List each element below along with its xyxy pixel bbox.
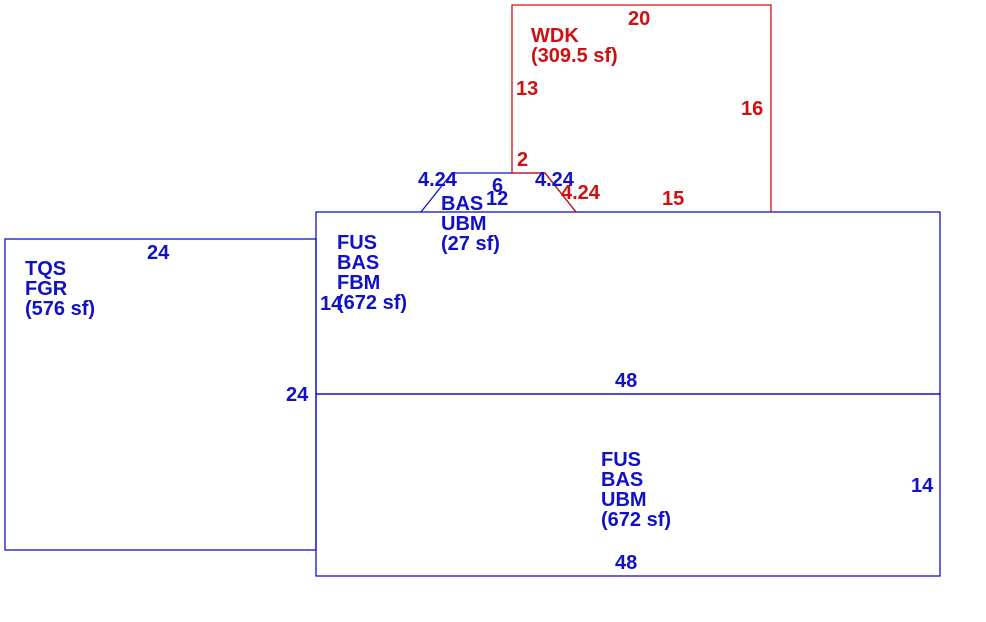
lower-floor-outline (315, 393, 941, 577)
upper-label-sub: FBM (337, 272, 380, 294)
dim-wdk-left-lower: 2 (517, 149, 528, 171)
upper-label-area: (672 sf) (337, 292, 407, 314)
dim-bay-inner: 12 (486, 188, 508, 210)
wdk-label-code: WDK (531, 25, 579, 47)
wdk-label-area: (309.5 sf) (531, 45, 618, 67)
garage-label-code: TQS (25, 258, 66, 280)
dim-wdk-right: 16 (741, 98, 763, 120)
dim-garage-top: 24 (147, 242, 170, 264)
dim-bay-top: 6 (492, 175, 503, 197)
lower-label-code: FUS (601, 449, 641, 471)
dim-upper-bottom: 48 (615, 370, 637, 392)
wood-deck-outline (511, 4, 772, 213)
dim-lower-right: 14 (911, 475, 934, 497)
dim-lower-bottom: 48 (615, 552, 637, 574)
dim-wdk-left-upper: 13 (516, 78, 538, 100)
upper-floor-outline (315, 211, 941, 395)
upper-label-type: BAS (337, 252, 379, 274)
bay-label-code: BAS (441, 193, 483, 215)
garage-label-area: (576 sf) (25, 298, 95, 320)
dim-wdk-top: 20 (628, 8, 650, 30)
lower-label-sub: UBM (601, 489, 647, 511)
dim-wdk-bottom: 15 (662, 188, 684, 210)
bay-label-type: UBM (441, 213, 487, 235)
dim-garage-right: 24 (286, 384, 309, 406)
lower-label-type: BAS (601, 469, 643, 491)
lower-label-area: (672 sf) (601, 509, 671, 531)
dim-wdk-diag: 4.24 (561, 182, 601, 204)
dim-bay-diag-right: 4.24 (535, 169, 575, 191)
dim-upper-left: 14 (320, 293, 343, 315)
dim-bay-diag-left: 4.24 (418, 169, 458, 191)
upper-label-code: FUS (337, 232, 377, 254)
bay-label-area: (27 sf) (441, 233, 500, 255)
garage-label-type: FGR (25, 278, 68, 300)
